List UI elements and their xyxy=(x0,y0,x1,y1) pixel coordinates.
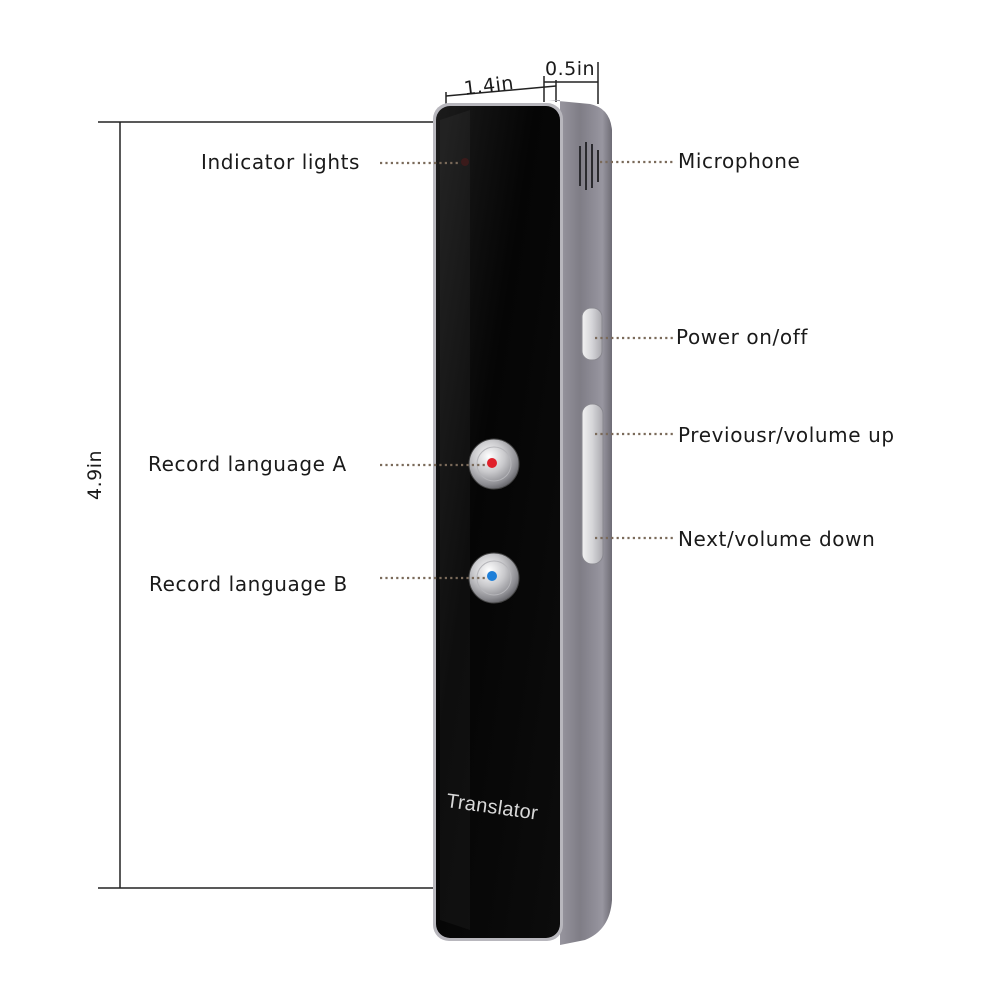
depth-dimension-label: 0.5in xyxy=(545,58,596,80)
height-dimension-label: 4.9in xyxy=(84,449,106,500)
height-dimension-line xyxy=(98,121,440,889)
record-language-a-label: Record language A xyxy=(148,452,347,476)
microphone-label: Microphone xyxy=(678,149,801,173)
depth-dimension-line xyxy=(543,62,599,104)
indicator-light xyxy=(461,158,469,166)
indicator-lights-label: Indicator lights xyxy=(201,150,361,174)
previous-volume-up-label: Previousr/volume up xyxy=(678,423,895,447)
record-button-a[interactable] xyxy=(468,438,520,490)
power-button[interactable] xyxy=(581,307,603,361)
record-a-dot xyxy=(487,458,497,468)
power-label: Power on/off xyxy=(676,325,808,349)
record-language-b-label: Record language B xyxy=(149,572,348,596)
microphone-grille xyxy=(579,142,599,190)
record-button-b[interactable] xyxy=(468,552,520,604)
callout-leaders xyxy=(380,160,674,580)
record-b-dot xyxy=(487,571,497,581)
next-volume-down-label: Next/volume down xyxy=(678,527,876,551)
volume-rocker[interactable] xyxy=(581,403,604,565)
